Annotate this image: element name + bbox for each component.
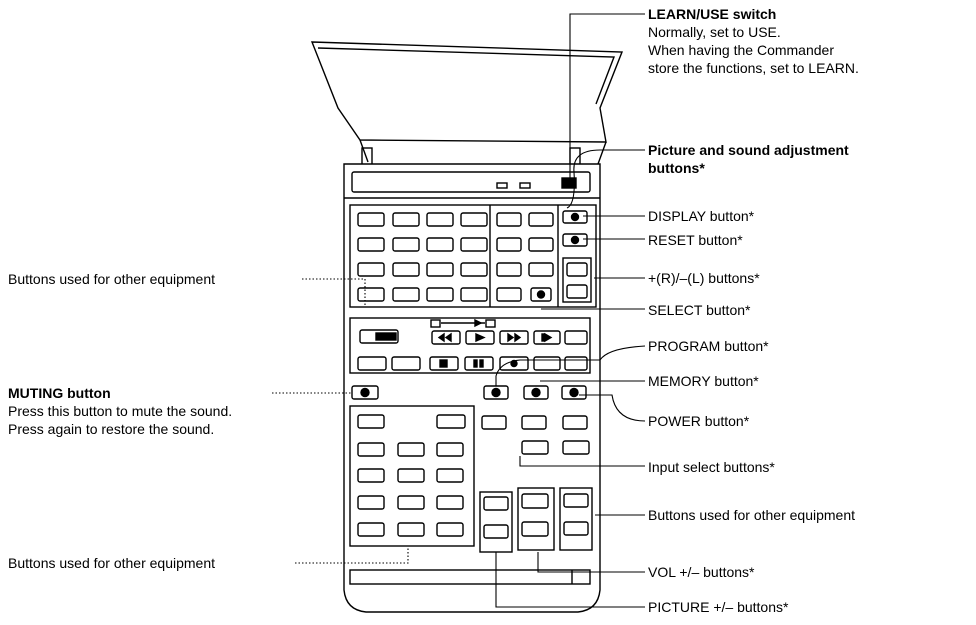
r-l-label: +(R)/–(L) buttons* [648,270,760,286]
learn-use-switch-area [351,171,591,193]
other-left-top-label: Buttons used for other equipment [8,271,216,287]
vol-label: VOL +/– buttons* [648,564,755,580]
lid [310,41,624,167]
picture-sound-buttons [496,212,554,302]
picture-sound-label: Picture and sound adjustment buttons* [648,141,849,177]
memory-label: MEMORY button* [648,373,759,389]
other-buttons-right [559,487,593,551]
learn-use-switch[interactable] [561,177,577,189]
display-button[interactable] [562,210,588,224]
input-select-buttons [481,415,590,455]
picture-sound-title-2: buttons* [648,160,705,176]
muting-label: MUTING button Press this button to mute … [8,384,232,438]
muting-note-1: Press this button to mute the sound. [8,403,233,419]
vol-buttons [517,487,555,551]
learn-use-title: LEARN/USE switch [648,6,777,22]
upper-key-block [349,204,597,308]
memory-button[interactable] [523,385,549,400]
picture-label: PICTURE +/– buttons* [648,599,789,615]
other-left-bottom-label: Buttons used for other equipment [8,555,216,571]
select-button[interactable] [530,287,552,302]
learn-use-note-3: store the functions, set to LEARN. [648,60,859,76]
power-button[interactable] [561,385,587,400]
learn-use-label: LEARN/USE switch Normally, set to USE. W… [648,5,859,77]
other-right-label: Buttons used for other equipment [648,507,856,523]
muting-button[interactable] [351,385,379,400]
muting-title: MUTING button [8,385,111,401]
leader-lines [272,13,646,608]
program-label: PROGRAM button* [648,338,769,354]
learn-use-note-1: Normally, set to USE. [648,24,781,40]
display-label: DISPLAY button* [648,208,755,224]
r-l-buttons [562,257,592,303]
power-label: POWER button* [648,413,750,429]
transport-controls [349,317,591,374]
reset-button[interactable] [562,233,588,247]
learn-use-note-2: When having the Commander [648,42,834,58]
input-select-label: Input select buttons* [648,459,775,475]
muting-note-2: Press again to restore the sound. [8,421,215,437]
picture-sound-title: Picture and sound adjustment [648,142,849,158]
select-label: SELECT button* [648,302,751,318]
upper-other-buttons [357,212,488,302]
lower-other-buttons-left [349,405,475,547]
reset-label: RESET button* [648,232,743,248]
